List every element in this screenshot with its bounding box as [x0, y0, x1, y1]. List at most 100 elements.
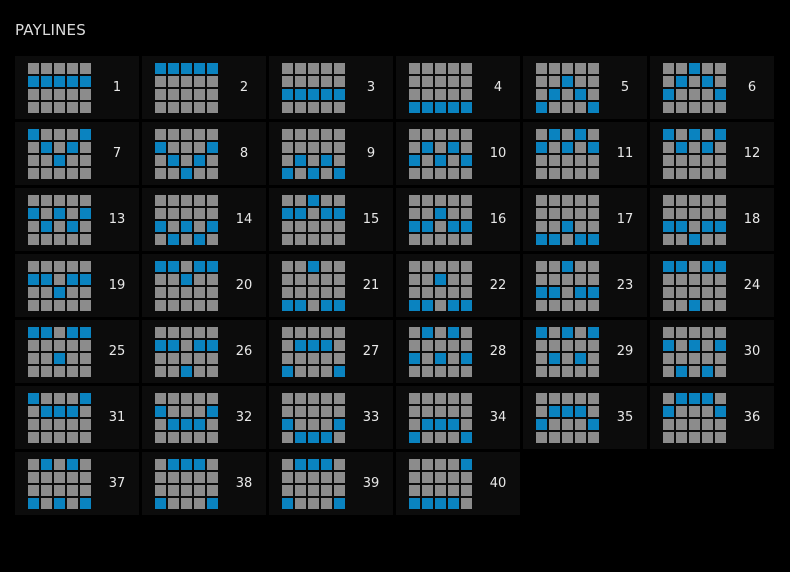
payline-cell	[334, 195, 345, 206]
payline-cell	[588, 76, 599, 87]
payline-cell	[321, 472, 332, 483]
payline-cell	[536, 63, 547, 74]
payline-tile: 33	[269, 386, 393, 449]
payline-cell	[54, 221, 65, 232]
payline-pattern	[536, 129, 599, 179]
payline-cell	[435, 406, 446, 417]
payline-cell	[334, 129, 345, 140]
payline-cell-active	[676, 142, 687, 153]
payline-tile: 6	[650, 56, 774, 119]
payline-cell	[295, 129, 306, 140]
payline-cell	[168, 195, 179, 206]
payline-cell	[588, 366, 599, 377]
payline-cell	[562, 419, 573, 430]
payline-tile: 18	[650, 188, 774, 251]
payline-cell	[181, 472, 192, 483]
payline-cell	[689, 89, 700, 100]
payline-tile: 4	[396, 56, 520, 119]
payline-pattern	[155, 261, 218, 311]
payline-cell	[295, 142, 306, 153]
payline-cell	[702, 168, 713, 179]
payline-cell	[155, 472, 166, 483]
payline-cell	[194, 300, 205, 311]
payline-cell	[448, 340, 459, 351]
payline-cell	[461, 208, 472, 219]
payline-cell	[689, 419, 700, 430]
payline-pattern	[282, 261, 345, 311]
payline-cell	[168, 208, 179, 219]
payline-cell	[80, 419, 91, 430]
payline-cell	[295, 485, 306, 496]
payline-cell	[308, 155, 319, 166]
payline-number: 3	[366, 80, 376, 95]
payline-cell	[67, 129, 78, 140]
payline-cell	[67, 432, 78, 443]
payline-cell	[715, 327, 726, 338]
payline-cell	[155, 459, 166, 470]
payline-cell	[588, 195, 599, 206]
payline-cell	[689, 287, 700, 298]
payline-cell	[308, 208, 319, 219]
payline-cell	[80, 234, 91, 245]
payline-cell	[676, 208, 687, 219]
payline-cell	[67, 89, 78, 100]
payline-cell	[155, 76, 166, 87]
payline-tile: 11	[523, 122, 647, 185]
payline-cell-active	[67, 76, 78, 87]
payline-cell	[28, 366, 39, 377]
payline-cell	[67, 234, 78, 245]
payline-cell-active	[207, 340, 218, 351]
payline-cell-active	[715, 406, 726, 417]
payline-cell	[549, 327, 560, 338]
payline-cell	[168, 287, 179, 298]
payline-cell-active	[67, 142, 78, 153]
payline-cell	[334, 406, 345, 417]
payline-cell	[422, 340, 433, 351]
payline-cell	[282, 274, 293, 285]
payline-cell-active	[207, 498, 218, 509]
payline-cell	[715, 287, 726, 298]
payline-cell-active	[435, 208, 446, 219]
payline-cell	[676, 89, 687, 100]
payline-cell	[461, 419, 472, 430]
payline-cell	[663, 432, 674, 443]
payline-cell	[54, 63, 65, 74]
payline-cell	[207, 155, 218, 166]
payline-cell-active	[207, 406, 218, 417]
payline-cell	[715, 76, 726, 87]
payline-cell	[181, 498, 192, 509]
payline-number: 9	[366, 146, 376, 161]
payline-cell	[562, 274, 573, 285]
payline-number: 18	[743, 212, 761, 227]
payline-cell-active	[549, 406, 560, 417]
payline-cell-active	[334, 89, 345, 100]
payline-cell-active	[334, 366, 345, 377]
payline-cell	[54, 393, 65, 404]
payline-cell	[67, 353, 78, 364]
payline-pattern	[155, 129, 218, 179]
payline-cell	[80, 459, 91, 470]
payline-number: 11	[616, 146, 634, 161]
payline-cell-active	[334, 498, 345, 509]
payline-cell	[549, 274, 560, 285]
payline-cell	[321, 142, 332, 153]
payline-cell	[207, 353, 218, 364]
payline-cell-active	[702, 221, 713, 232]
payline-cell	[461, 261, 472, 272]
payline-cell-active	[321, 300, 332, 311]
payline-cell	[663, 393, 674, 404]
payline-cell	[168, 142, 179, 153]
payline-cell	[461, 76, 472, 87]
payline-cell	[435, 234, 446, 245]
payline-cell	[308, 353, 319, 364]
payline-tile: 34	[396, 386, 520, 449]
payline-cell-active	[435, 498, 446, 509]
payline-pattern	[155, 63, 218, 113]
payline-cell	[168, 393, 179, 404]
payline-cell-active	[334, 300, 345, 311]
payline-cell	[168, 366, 179, 377]
payline-cell-active	[67, 221, 78, 232]
payline-cell	[588, 393, 599, 404]
payline-cell	[28, 472, 39, 483]
payline-cell-active	[422, 327, 433, 338]
